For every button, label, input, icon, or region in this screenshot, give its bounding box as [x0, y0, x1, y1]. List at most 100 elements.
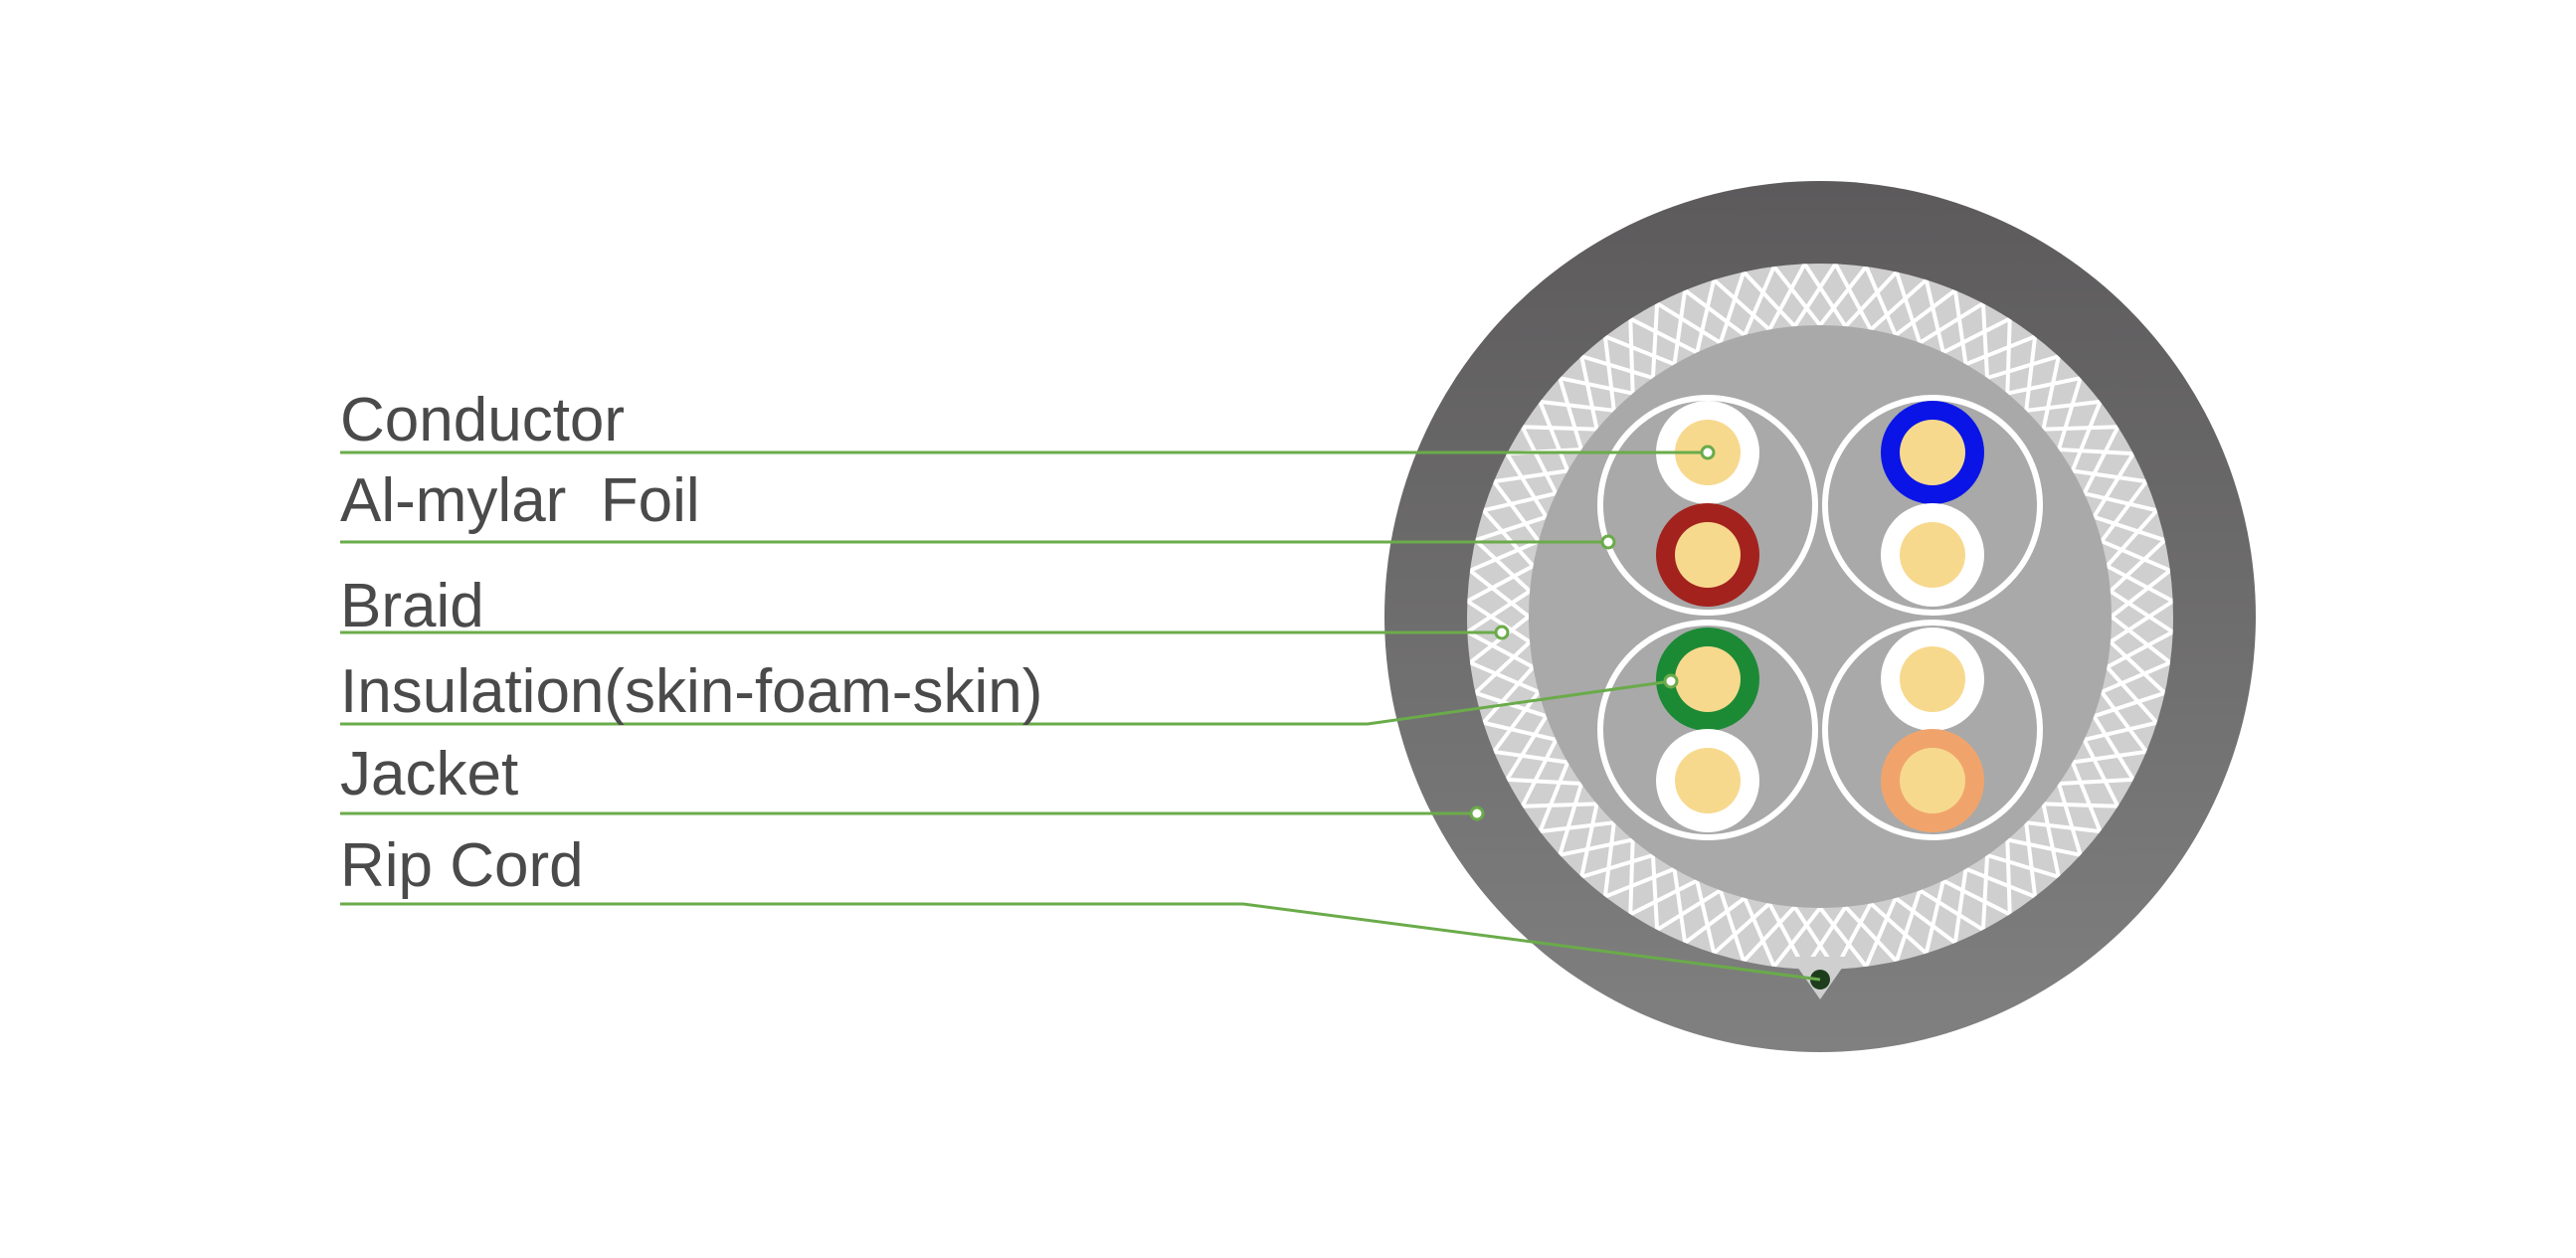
braid-strand — [1604, 334, 1676, 367]
foil-endpoint — [1600, 534, 1616, 550]
braid-strand — [2072, 468, 2147, 484]
braid-strand — [1467, 564, 1535, 604]
braid-strand — [2005, 839, 2012, 915]
wire-bottom-left-upper — [1656, 628, 1759, 731]
braid-strand — [2058, 447, 2133, 456]
wire-bottom-right-lower — [1881, 729, 1984, 832]
braid-strand — [1467, 589, 1532, 634]
braid-strand — [1580, 354, 1654, 380]
leader-lines — [340, 450, 1821, 982]
braid-strand — [1602, 336, 1616, 412]
braid-strand — [1520, 426, 1559, 495]
braid-strand — [1802, 264, 1848, 328]
braid-strand — [1559, 837, 1634, 857]
braid-strand — [1469, 660, 1540, 694]
braid-strand — [1481, 508, 1535, 568]
braid-strand — [1695, 880, 1717, 955]
braid-strand — [1493, 468, 1568, 484]
braid-strand — [1924, 880, 1945, 955]
pair-ring-bottom-right — [1822, 620, 2043, 840]
braid-strand — [1507, 777, 1582, 787]
braid-strand — [1767, 264, 1807, 331]
wire-bottom-right-upper — [1881, 628, 1984, 731]
braid-strand — [2006, 837, 2082, 857]
leader-endpoints — [1469, 445, 1716, 821]
braid-strand — [2006, 376, 2082, 396]
braid-strand — [1864, 897, 1898, 968]
braid-strand — [1718, 270, 1747, 344]
braid-strand — [1818, 906, 1868, 969]
wires — [1656, 401, 1984, 832]
braid-strand — [1650, 303, 1660, 379]
braid-strand — [2093, 514, 2166, 543]
label-al-mylar-foil: Al-mylar Foil — [340, 466, 700, 535]
wire-top-right-lower — [1881, 503, 1984, 607]
braid-strand — [1492, 479, 1541, 543]
al-mylar-foil-core — [1529, 325, 2112, 908]
braid-strand — [2106, 508, 2159, 568]
braid-strand — [1941, 878, 2011, 917]
braid-strand — [1467, 599, 1532, 644]
pair-ring-top-right — [1822, 395, 2043, 616]
braid-strand — [1964, 334, 2036, 367]
braid-strand — [1869, 902, 1929, 956]
braid-strand — [2070, 401, 2103, 472]
braid-strand — [1919, 301, 1984, 345]
braid-strand — [2025, 399, 2101, 413]
braid-strand — [1540, 399, 1615, 413]
braid-strand — [1683, 896, 1747, 945]
braid-strand — [1718, 889, 1747, 963]
braid-strand — [1474, 538, 1532, 593]
braid-strand — [2106, 629, 2173, 669]
braid-strand — [2084, 491, 2158, 513]
braid-strand — [1742, 905, 1796, 963]
braid-strand — [1952, 868, 1968, 944]
rip-cord-leader-line — [340, 902, 1821, 982]
braid-strand — [1743, 266, 1776, 336]
braid-strand — [2005, 318, 2012, 394]
braid-strand — [1522, 425, 1597, 432]
label-jacket: Jacket — [340, 740, 518, 809]
braid-strand — [2084, 720, 2158, 742]
braid-strand — [2100, 690, 2148, 754]
braid-strand — [1538, 761, 1570, 832]
braid-strand — [1742, 270, 1796, 328]
braid-strand — [1844, 270, 1899, 328]
braid-strand — [1493, 749, 1568, 765]
label-conductor: Conductor — [340, 386, 625, 454]
braid-strand — [2041, 355, 2061, 431]
braid-strand — [1604, 866, 1676, 899]
braid-strand — [1919, 888, 1984, 932]
braid-strand — [2024, 336, 2038, 412]
braid-strand — [1772, 265, 1822, 327]
braid-strand — [1986, 853, 2060, 879]
braid-strand — [1580, 853, 1654, 879]
braid-strand — [1980, 303, 1990, 379]
braid-strand — [1743, 897, 1776, 968]
braid-strand — [1474, 514, 1548, 543]
braid-strand — [2093, 690, 2166, 719]
braid-strand — [1894, 896, 1957, 945]
braid-strand — [1520, 738, 1559, 808]
braid-strand — [1894, 889, 1923, 963]
braid-strand — [1695, 278, 1717, 353]
braid-strand — [2101, 660, 2171, 694]
braid-strand — [2109, 599, 2173, 644]
braid-strand — [2072, 749, 2147, 765]
insulation-endpoint — [1663, 673, 1679, 689]
braid-strand — [1952, 289, 1968, 365]
braid-strand — [1894, 270, 1923, 344]
braid-strand — [1628, 839, 1635, 915]
braid-strand — [1469, 539, 1540, 573]
braid-strand — [1482, 491, 1557, 513]
braid-strand — [2057, 377, 2083, 450]
braid-strand — [2106, 564, 2173, 604]
braid-strand — [1629, 316, 1699, 355]
braid-strand — [2070, 761, 2103, 832]
braid-strand — [1482, 720, 1557, 742]
braid-strand — [1712, 277, 1771, 331]
braid-strand — [1468, 615, 1531, 664]
braid-strand — [1980, 854, 1990, 930]
braid-strand — [1844, 905, 1899, 963]
